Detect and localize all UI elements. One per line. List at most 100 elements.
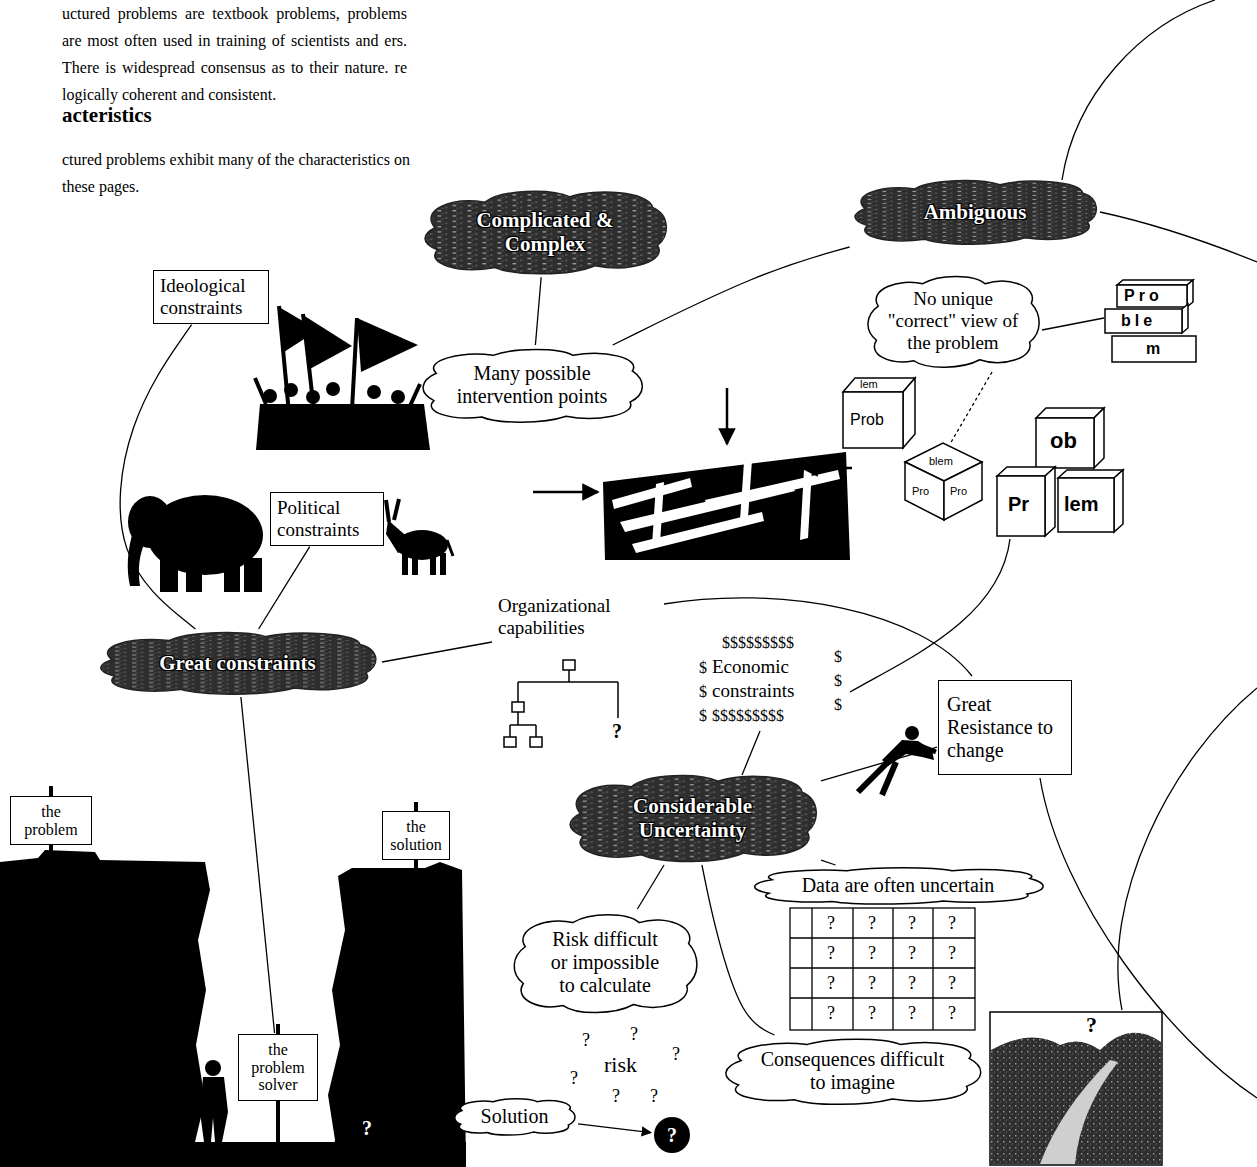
intro-text: uctured problems are textbook problems, … <box>62 0 407 108</box>
elephant-symbol <box>128 495 263 592</box>
block-letters: m <box>1146 339 1160 359</box>
grid-frame <box>790 908 975 1030</box>
node-text: Ambiguous <box>924 200 1027 224</box>
grid-cell: ? <box>948 1003 956 1023</box>
node-text: Data are often uncertain <box>802 874 995 897</box>
entry-arrow <box>802 467 852 470</box>
donkey-ear <box>386 500 389 522</box>
grid-cell: ? <box>908 973 916 993</box>
page-link-arc <box>1062 0 1215 180</box>
leader-line <box>742 731 760 775</box>
maze-corridor <box>612 478 692 509</box>
block-letters: Pr <box>1008 492 1029 516</box>
flag <box>357 318 418 372</box>
block-letters: Pro <box>950 485 967 498</box>
org-line <box>617 682 619 718</box>
flag <box>303 315 352 370</box>
block-letters: blem <box>929 455 953 468</box>
donkey-symbol <box>386 499 453 575</box>
grid-cell: ? <box>948 913 956 933</box>
page-link-arc <box>1100 212 1257 262</box>
page-link-arc <box>1118 688 1257 1010</box>
grid-cell: ? <box>868 1003 876 1023</box>
question-mark: ? <box>570 1068 578 1088</box>
bubble-shape <box>455 1099 575 1135</box>
callout-bubble: Many possible intervention points <box>418 346 646 424</box>
dollar-border: $ <box>834 648 842 666</box>
block-face <box>1058 478 1114 532</box>
org-line <box>517 682 519 702</box>
dollar-border: $ <box>699 683 707 701</box>
callout-bubble: No unique "correct" view of the problem <box>864 272 1042 370</box>
node-text: Political constraints <box>277 497 377 541</box>
texture-cloud: Considerable Uncertainty <box>565 772 820 864</box>
org-line <box>535 725 537 737</box>
block-face <box>1187 280 1193 307</box>
node-text: Many possible intervention points <box>440 362 624 408</box>
connector-line <box>259 547 310 629</box>
block-face <box>1114 470 1123 532</box>
label-box: Political constraints <box>270 492 384 546</box>
connector-line <box>241 697 275 1033</box>
elephant-leg <box>244 558 262 592</box>
label-box: Great Resistance to change <box>938 680 1072 775</box>
grid-cell: ? <box>827 913 835 933</box>
entry-arrow <box>533 491 598 494</box>
texture-cloud: Ambiguous <box>850 178 1100 246</box>
donkey-head <box>386 520 414 553</box>
connector-line <box>637 865 664 909</box>
leader-line <box>382 642 492 662</box>
node-text: Great Resistance to change <box>947 693 1063 762</box>
man-head <box>905 726 919 740</box>
leader-lines <box>382 0 1257 1098</box>
label-box: Ideological constraints <box>153 270 269 324</box>
dollar-border: $$$$$$$$$ <box>722 634 794 652</box>
solution-arrow <box>385 1118 450 1128</box>
cloud-shape <box>570 775 816 861</box>
annotation-text: Economic constraints <box>712 655 812 703</box>
grid-cell: ? <box>908 943 916 963</box>
node-text: ? <box>667 1124 677 1147</box>
question-mark: ? <box>630 1024 638 1044</box>
grid-line <box>811 908 812 1030</box>
bubble-shape <box>423 350 642 423</box>
hills <box>991 1033 1161 1164</box>
person-head <box>391 390 405 404</box>
maze-corridor <box>652 482 664 546</box>
node-text: Complicated & Complex <box>450 208 640 256</box>
person-body <box>200 1077 228 1142</box>
bubble-shape <box>755 868 1043 904</box>
person-head <box>284 383 298 397</box>
dollar-border: $ <box>699 707 707 725</box>
grid-cell: ? <box>908 1003 916 1023</box>
person-head <box>306 390 320 404</box>
block-face <box>1036 408 1104 418</box>
data-grid <box>790 908 975 1030</box>
dollar-border: $ <box>834 672 842 690</box>
block-face <box>1094 408 1104 468</box>
sign-board: the problem solver <box>238 1034 318 1101</box>
callout-bubble: Risk difficult or impossible to calculat… <box>510 910 700 1015</box>
cloud-shape <box>425 191 666 274</box>
intro-text: ctured problems exhibit many of the char… <box>62 146 412 200</box>
leader-line <box>850 539 1010 692</box>
person-body <box>174 1080 197 1142</box>
left-cliff <box>0 850 210 1142</box>
block-face <box>1182 304 1188 333</box>
dollar-border: $ <box>834 696 842 714</box>
block-letters: Pro <box>912 485 929 498</box>
maze-corridor <box>800 468 812 540</box>
question-mark: ? <box>582 1030 590 1050</box>
donkey-leg <box>402 553 408 575</box>
org-box <box>504 737 516 747</box>
elephant-leg <box>186 565 202 592</box>
block-face <box>1058 470 1123 478</box>
road <box>1040 1060 1118 1164</box>
picture-frame <box>990 1012 1162 1165</box>
block-letters: lem <box>860 378 878 391</box>
grid-line <box>932 908 933 1030</box>
canyon <box>0 786 466 1167</box>
grid-cell: ? <box>948 943 956 963</box>
grid-cell: ? <box>868 913 876 933</box>
org-box <box>563 660 575 670</box>
